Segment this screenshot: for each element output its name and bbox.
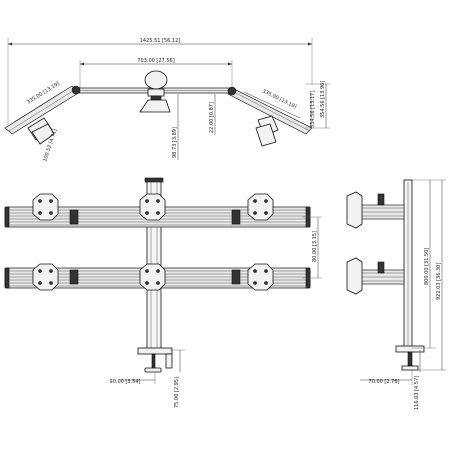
overall-width-dimension: 1425.51 [56.12] <box>7 38 313 125</box>
base-width-dimension: 70.00 [2.76] <box>360 370 413 385</box>
clamp-depth-dimension: 75.00 [2.95] <box>170 349 185 408</box>
top-view: 1425.51 [56.12] 703.00 [27.56] <box>4 38 330 163</box>
clamp-width-dimension: 90.00 [3.54] <box>110 372 156 385</box>
front-vesa-plates-lower <box>32 263 274 291</box>
base-height-dimension: 116.03 [4.57] <box>414 350 421 410</box>
pole-height-dimension: 800.00 [31.50] <box>412 179 446 349</box>
depth-part-label: 334.56 [13.17] <box>310 91 316 128</box>
center-span-label: 703.00 [27.56] <box>137 58 174 64</box>
pole-offset-label: 98.73 [3.89] <box>172 127 178 158</box>
base-width-label: 70.00 [2.76] <box>369 379 400 385</box>
depth-dimensions: 354.56 [13.96] 334.56 [13.17] <box>305 81 330 129</box>
total-height-dimension: 922.03 [36.30] <box>418 180 446 371</box>
clamp-depth-label: 75.00 [2.95] <box>174 377 180 408</box>
top-center-hub <box>139 70 171 113</box>
clamp-width-label: 90.00 [3.54] <box>110 379 141 385</box>
side-clamp <box>395 345 425 371</box>
side-lower-arm <box>346 257 405 295</box>
pole-height-label: 800.00 [31.50] <box>424 248 430 285</box>
total-height-label: 922.03 [36.30] <box>436 263 442 300</box>
pole-offset-dimension: 98.73 [3.89] <box>172 94 179 160</box>
front-vesa-plates-upper <box>32 193 274 225</box>
overall-width-label: 1425.51 [56.12] <box>140 38 181 44</box>
row-spacing-dimension: 80.00 [3.15] <box>302 216 322 279</box>
base-height-label: 116.03 [4.57] <box>414 376 420 410</box>
center-span-dimension: 703.00 [27.56] <box>79 58 233 92</box>
front-view: 80.00 [3.15] 90.00 [3.54] 75.00 [2.95] <box>4 177 322 408</box>
top-right-arm <box>227 86 313 147</box>
row-spacing-label: 80.00 [3.15] <box>312 231 318 262</box>
side-view: 800.00 [31.50] 922.03 [36.30] 70.00 [2.7… <box>346 179 446 410</box>
depth-total-label: 354.56 [13.96] <box>320 81 326 118</box>
center-gap-dimension: 22.00 [0.87] <box>209 94 216 135</box>
side-upper-arm <box>346 191 405 229</box>
front-clamp <box>137 347 173 373</box>
center-gap-label: 22.00 [0.87] <box>209 102 215 133</box>
